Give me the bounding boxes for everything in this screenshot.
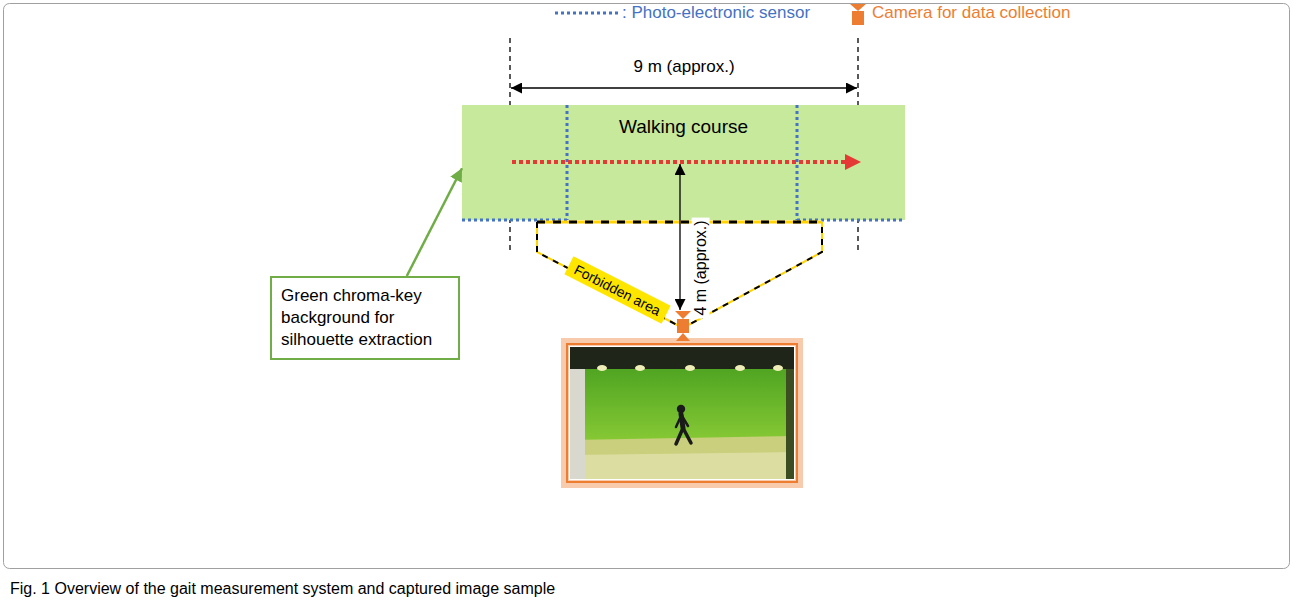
walking-person	[676, 405, 691, 444]
camera-lens	[850, 4, 866, 11]
forbidden-area-tag: Forbidden area	[564, 256, 670, 323]
floor-light	[570, 452, 794, 479]
ceiling-light	[685, 365, 695, 371]
chroma-key-area	[462, 105, 905, 220]
person-arm	[682, 416, 688, 426]
legend-camera-icon	[850, 4, 866, 25]
legend-sensor-sample	[555, 12, 618, 15]
figure-caption: Fig. 1 Overview of the gait measurement …	[10, 580, 555, 598]
person-leg	[676, 428, 683, 444]
person-leg	[683, 428, 691, 443]
dimension-label: 4 m (approx.)	[691, 217, 709, 318]
side-panel	[786, 369, 794, 479]
camera-icon	[675, 311, 691, 333]
image-content	[570, 347, 794, 479]
image-frame	[567, 344, 797, 482]
ceiling-light	[597, 365, 607, 371]
ceiling-light	[735, 365, 745, 371]
walking-direction-arrow	[512, 160, 845, 164]
walking-course-area: Walking course	[462, 105, 905, 220]
camera-body	[677, 319, 689, 333]
node-text: Walking course	[462, 116, 905, 138]
person-arm	[676, 416, 681, 427]
green-wall	[570, 347, 794, 479]
image-pointer	[676, 333, 690, 341]
pointer-arrow	[407, 168, 462, 276]
ceiling-light	[773, 365, 783, 371]
captured-image	[565, 333, 799, 484]
floor	[570, 436, 794, 479]
side-panel	[570, 369, 585, 479]
node-text: Forbidden area	[571, 261, 663, 318]
dimension-arrow	[679, 164, 680, 310]
walking-direction-head	[845, 154, 861, 170]
dimension-label: 9 m (approx.)	[634, 57, 735, 77]
figure-frame	[4, 4, 1290, 569]
ceiling-light	[635, 365, 645, 371]
image-glow	[565, 342, 799, 484]
node-text: Green chroma-key background for silhouet…	[281, 285, 449, 351]
chroma-key-box: Green chroma-key background for silhouet…	[270, 276, 460, 360]
legend-text: : Photo-electronic sensor	[622, 3, 810, 23]
dimension-arrow	[511, 87, 857, 88]
camera-body	[852, 11, 864, 25]
legend-text: Camera for data collection	[872, 3, 1070, 23]
camera-lens	[675, 311, 691, 319]
